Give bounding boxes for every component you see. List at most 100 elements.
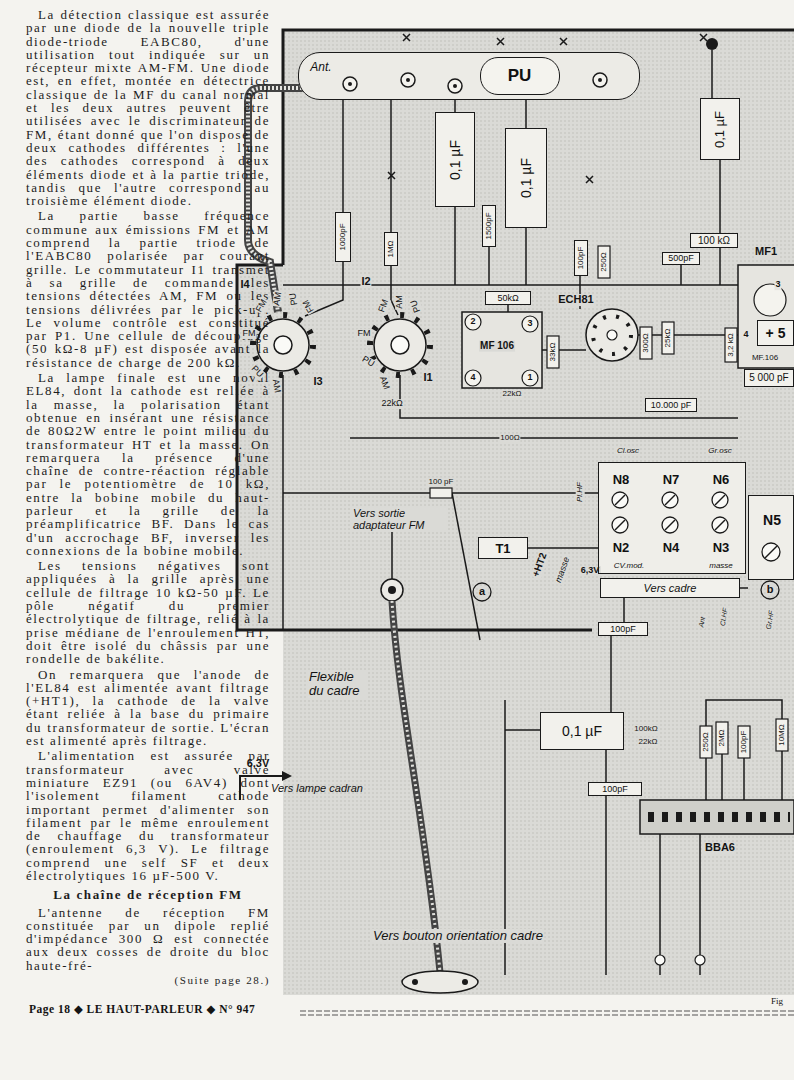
pin-number: 4 — [469, 373, 476, 383]
coil-block-body — [715, 520, 725, 530]
capacitor-value: 100pF — [740, 730, 749, 755]
capacitor-box: 1000pF — [335, 212, 351, 262]
cross-mark — [560, 38, 567, 45]
terminal-strip-body — [406, 78, 410, 82]
bba6-board — [655, 955, 665, 965]
node-label: N3 — [713, 541, 730, 554]
resistor-value: 300Ω — [642, 332, 651, 353]
article-paragraph: La lampe finale est une noval EL84, dont… — [26, 371, 270, 557]
capacitor-box: 0,1 µF — [700, 98, 740, 160]
wire — [699, 834, 701, 975]
coil-box: T1 — [478, 537, 528, 559]
wire — [781, 751, 783, 800]
chassis-frame — [237, 265, 592, 630]
node-label: N5 — [763, 513, 781, 527]
resistor-symbol — [662, 322, 674, 354]
node-label: N7 — [663, 473, 680, 486]
wire — [420, 417, 738, 419]
node-label: 0,1 µF — [519, 158, 533, 198]
terminal-strip-body — [298, 38, 718, 100]
node-label: N6 — [713, 473, 730, 486]
supply-arrow — [282, 771, 292, 781]
wire-connector — [525, 100, 527, 128]
node-label: 5 000 pF — [749, 373, 788, 383]
resistor-value: 3,2 kΩ — [727, 332, 736, 357]
switch-position: FM — [357, 329, 372, 339]
flexible-cable — [412, 979, 418, 985]
flexible-cable — [402, 971, 478, 993]
part-name: BBA6 — [704, 842, 736, 854]
wire — [390, 100, 392, 232]
wire — [740, 587, 748, 589]
bba6-board — [695, 955, 705, 965]
footer-rule — [300, 1014, 794, 1015]
cable-note: Flexible du cadre — [308, 670, 368, 698]
chassis-ground — [237, 30, 794, 995]
pickup-socket: PU — [480, 57, 560, 95]
wire — [605, 796, 607, 975]
pin-number: 2 — [469, 317, 476, 327]
terminal-strip-body — [343, 77, 357, 91]
wire-connector — [454, 100, 456, 112]
coil-block-body — [715, 495, 725, 505]
cross-mark — [403, 34, 410, 41]
flexible-cable — [462, 979, 468, 985]
capacitor-box: 100pF — [598, 622, 648, 636]
cross-mark — [388, 172, 395, 179]
wire — [743, 758, 745, 800]
wire — [711, 50, 713, 98]
coil-block: N5 — [748, 495, 794, 580]
coil-block-body — [598, 462, 794, 580]
resistor-value: 2MΩ — [718, 728, 727, 747]
capacitor-box: 5 000 pF — [744, 369, 794, 387]
wire — [283, 50, 782, 975]
terminal-strip-body — [598, 78, 602, 82]
chassis-frame — [237, 30, 794, 630]
wire-note: Vers lampe cadran — [270, 783, 364, 795]
switch-position: FM — [242, 329, 257, 339]
point-letter: b — [766, 584, 775, 596]
wafer-switch — [370, 315, 430, 375]
node-label: 1000pF — [339, 223, 347, 250]
figure-number: Fig — [770, 997, 784, 1007]
wire — [400, 375, 420, 418]
resistor-value: 22kΩ — [502, 390, 523, 399]
tube-socket — [607, 330, 617, 340]
coil-block-body — [712, 517, 728, 533]
switch-name: I4 — [239, 279, 250, 291]
bba6-board — [648, 812, 790, 822]
coil-block-body — [748, 495, 794, 580]
node-label: 0,1 µF — [448, 140, 462, 180]
resistor-box: 1MΩ — [384, 232, 398, 266]
resistor-value: 250Ω — [600, 251, 609, 272]
wire-note: Vers sortie adaptateur FM — [352, 508, 446, 532]
wire-connector — [610, 636, 612, 712]
article-paragraph: La partie basse fréquence commune aux ém… — [26, 209, 270, 369]
coil-block-body — [712, 492, 728, 508]
article-paragraph: L'alimentation est assurée par transform… — [26, 749, 270, 882]
coil-block-body — [612, 492, 780, 561]
article-paragraph: L'antenne de réception FM constituée par… — [26, 906, 270, 972]
wire — [350, 437, 738, 439]
resistor-box: 100 kΩ — [690, 233, 738, 248]
resistor-symbol — [700, 726, 712, 758]
wire — [505, 729, 540, 731]
wire — [454, 207, 456, 285]
node-label: 50kΩ — [497, 294, 518, 303]
pin-number: 1 — [526, 373, 533, 383]
capacitor-box: 0,1 µF — [435, 112, 475, 207]
capacitor-box: 100pF — [574, 240, 588, 276]
switch-name: I2 — [360, 276, 371, 288]
test-point — [473, 583, 491, 601]
terminal-strip-body — [480, 57, 560, 95]
chassis-ground — [237, 30, 794, 995]
coil-block: N8N7N6N2N4N3CV.mod.masse — [598, 462, 746, 574]
node-label: 100 kΩ — [698, 236, 730, 246]
terminal-strip-body — [706, 38, 718, 50]
resistor-value: 100Ω — [499, 434, 520, 443]
coil-block-body — [615, 495, 625, 505]
wire-connector — [605, 750, 607, 782]
wafer-switch — [391, 336, 409, 354]
bba6-board — [640, 800, 794, 834]
